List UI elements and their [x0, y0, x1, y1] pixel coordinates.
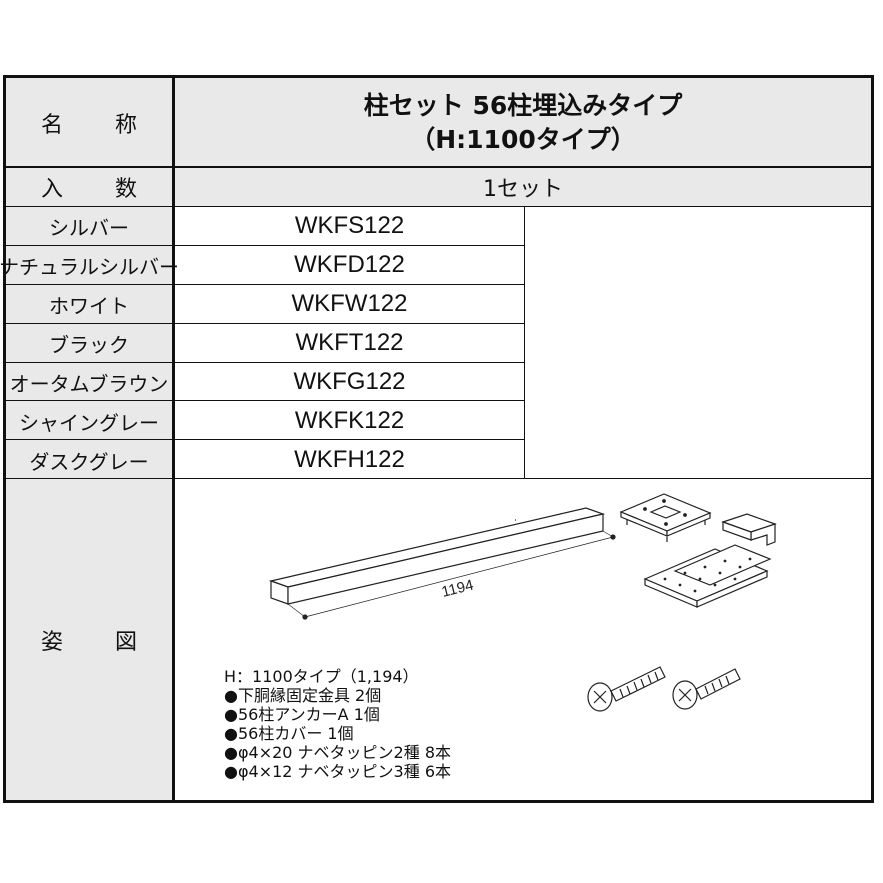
row-divider-2 — [6, 284, 525, 285]
product-name: 柱セット 56柱埋込みタイプ — [363, 91, 683, 120]
product-name-cell: 柱セット 56柱埋込みタイプ （H:1100タイプ） — [175, 80, 871, 166]
product-code: WKFS122 — [294, 212, 405, 239]
row-divider-1 — [6, 245, 525, 246]
quantity-label: 入数 — [41, 177, 137, 202]
parts-illustration: 1194 — [268, 493, 777, 712]
color-name: シャイングレー — [19, 410, 159, 435]
code-column-divider — [524, 206, 525, 478]
product-code: WKFK122 — [294, 407, 405, 434]
row-divider-6 — [6, 439, 525, 440]
post-bar-drawing — [268, 507, 616, 620]
spec-table-frame — [3, 75, 874, 803]
row-divider-5 — [6, 400, 525, 401]
screw-drawing-2 — [672, 668, 741, 710]
header-bg-quantity — [6, 168, 871, 206]
note-line: ●φ4×20 ナベタッピン2種 8本 — [224, 743, 451, 762]
note-line: ●56柱カバー 1個 — [224, 724, 354, 743]
product-code: WKFG122 — [293, 368, 406, 395]
row-divider-4 — [6, 362, 525, 363]
header-bg-name-label — [6, 78, 172, 167]
color-name: ブラック — [49, 332, 129, 357]
row-divider-name — [6, 166, 871, 168]
row-divider-figure — [6, 478, 871, 479]
color-name: シルバー — [49, 215, 129, 240]
name-label: 名称 — [41, 112, 137, 138]
product-subname: （H:1100タイプ） — [410, 125, 636, 154]
fixing-plate-drawing — [643, 544, 772, 608]
color-name: ホワイト — [49, 293, 129, 318]
color-name: ダスクグレー — [29, 449, 149, 474]
note-line: ●下胴縁固定金具 2個 — [224, 686, 382, 705]
product-code: WKFT122 — [295, 329, 404, 356]
note-line: ●φ4×12 ナベタッピン3種 6本 — [224, 762, 451, 781]
product-code: WKFW122 — [291, 290, 408, 317]
screw-drawing-1 — [587, 666, 666, 712]
header-bg-name-value — [175, 78, 871, 167]
color-name: オータムブラウン — [9, 371, 169, 396]
row-divider-3 — [6, 323, 525, 324]
product-code: WKFD122 — [294, 251, 405, 278]
cover-bracket-drawing — [721, 513, 777, 546]
product-code: WKFH122 — [294, 446, 405, 473]
label-col-bg — [6, 206, 172, 800]
row-divider-quantity — [6, 206, 871, 207]
quantity-value: 1セット — [483, 177, 563, 202]
figure-label: 姿図 — [41, 629, 137, 655]
note-line: ●56柱アンカーA 1個 — [224, 705, 380, 724]
note-line: H：1100タイプ（1,194） — [224, 667, 419, 686]
color-name: ナチュラルシルバー — [0, 254, 179, 279]
parts-notes: H：1100タイプ（1,194） ●下胴縁固定金具 2個 ●56柱アンカーA 1… — [224, 667, 451, 781]
anchor-plate-drawing — [619, 493, 712, 542]
